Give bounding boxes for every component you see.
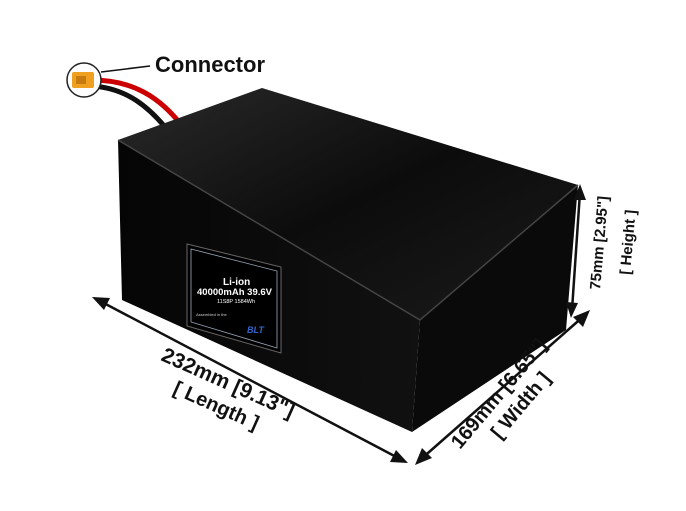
label-config: 11S8P 1584Wh [217,299,255,305]
label-footer: Assembled in the [196,312,227,317]
connector-label: Connector [155,52,265,77]
label-chemistry: Li-ion [223,277,250,288]
height-value: 75mm [2.95"] [587,195,612,290]
label-capacity: 40000mAh 39.6V [197,287,273,298]
connector-icon [66,62,102,98]
brand-logo: BLT [247,325,265,335]
height-dimension: 75mm [2.95"] [ Height ] [566,184,640,318]
height-name: [ Height ] [617,209,640,275]
connector-leader [100,65,151,73]
battery-label: Li-ion 40000mAh 39.6V 11S8P 1584Wh Assem… [186,243,282,354]
